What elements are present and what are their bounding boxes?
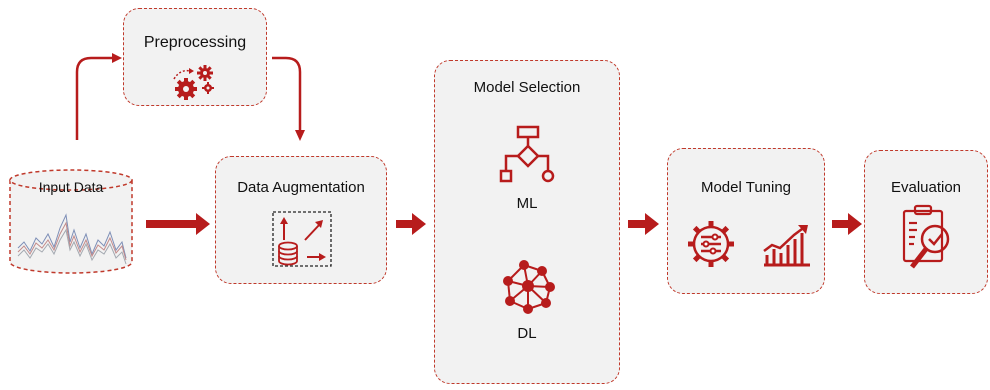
arrow-preprocessing-to-augmentation: [272, 56, 302, 132]
tuning-gear-icon: [688, 221, 734, 267]
model-tuning-label: Model Tuning: [700, 179, 792, 196]
gears-icon: [173, 65, 214, 100]
model-selection-node: Model Selection ML: [434, 60, 620, 384]
neural-network-icon: [503, 260, 555, 314]
data-augmentation-node: Data Augmentation: [215, 156, 387, 284]
augmentation-icon: [272, 211, 332, 267]
database-icon: [278, 241, 298, 266]
input-data-label: Input Data: [38, 179, 104, 195]
arrow-head-augmentation: [295, 130, 305, 141]
dl-label: DL: [517, 325, 537, 342]
growth-chart-icon: [763, 225, 810, 267]
block-arrow-tuning-to-evaluation: [832, 213, 862, 235]
arrow-input-to-preprocessing: [75, 56, 112, 140]
ml-label: ML: [516, 195, 538, 212]
evaluation-clipboard-icon: [902, 204, 950, 269]
block-arrow-augmentation-to-selection: [396, 213, 426, 235]
database-cylinder: [9, 169, 133, 274]
data-augmentation-label: Data Augmentation: [237, 179, 365, 196]
preprocessing-node: Preprocessing: [123, 8, 267, 106]
evaluation-node: Evaluation: [864, 150, 988, 294]
preprocessing-label: Preprocessing: [143, 34, 247, 51]
evaluation-label: Evaluation: [890, 179, 962, 196]
flowchart-icon: [499, 125, 555, 183]
block-arrow-input-to-augmentation: [146, 213, 210, 235]
input-data-node: Input Data: [8, 168, 134, 276]
model-tuning-node: Model Tuning: [667, 148, 825, 294]
time-series-icon: [17, 213, 127, 265]
model-selection-label: Model Selection: [473, 79, 581, 96]
block-arrow-selection-to-tuning: [628, 213, 659, 235]
arrow-head-preprocessing: [112, 53, 122, 63]
